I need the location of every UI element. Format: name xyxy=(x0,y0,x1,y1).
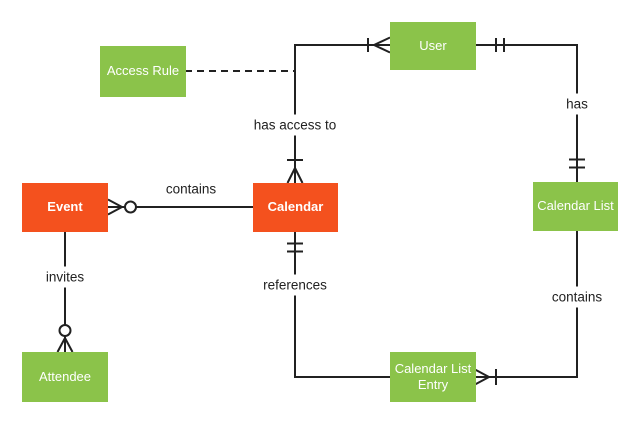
label-invites: invites xyxy=(40,266,90,288)
label-has-access-to: has access to xyxy=(248,114,342,136)
zero-or-many-icon xyxy=(107,198,137,216)
zero-or-many-icon xyxy=(56,324,74,353)
one-and-only-one-icon xyxy=(287,242,303,253)
entity-user: User xyxy=(390,22,476,70)
edge-contains-entry xyxy=(474,231,578,386)
entity-user-label: User xyxy=(419,37,447,53)
entity-calendar-list: Calendar List xyxy=(533,182,618,231)
one-or-many-icon xyxy=(367,36,391,54)
entity-calendar-list-label: Calendar List xyxy=(537,198,614,214)
entity-attendee: Attendee xyxy=(22,352,108,402)
edge-contains-event xyxy=(107,198,253,216)
one-and-only-one-icon xyxy=(495,38,505,52)
one-or-many-icon xyxy=(286,159,304,184)
edge-has xyxy=(475,38,585,182)
entity-event: Event xyxy=(22,183,108,232)
entity-access-rule-label: Access Rule xyxy=(106,63,180,79)
one-and-only-one-icon xyxy=(569,158,585,169)
edge-references xyxy=(287,232,390,378)
entity-calendar: Calendar xyxy=(253,183,338,232)
entity-event-label: Event xyxy=(47,199,83,215)
label-contains-entry: contains xyxy=(546,286,608,308)
entity-calendar-label: Calendar xyxy=(267,199,324,215)
entity-attendee-label: Attendee xyxy=(38,368,92,384)
entity-calendar-list-entry: Calendar List Entry xyxy=(390,352,476,402)
label-has: has xyxy=(561,93,593,115)
label-references: references xyxy=(258,274,332,296)
one-or-many-icon xyxy=(474,368,497,386)
entity-access-rule: Access Rule xyxy=(100,46,186,97)
entity-calendar-list-entry-label: Calendar List Entry xyxy=(394,360,472,392)
edge-invites xyxy=(56,232,74,353)
edge-has-access-to xyxy=(286,36,391,184)
label-contains-event: contains xyxy=(160,178,222,200)
